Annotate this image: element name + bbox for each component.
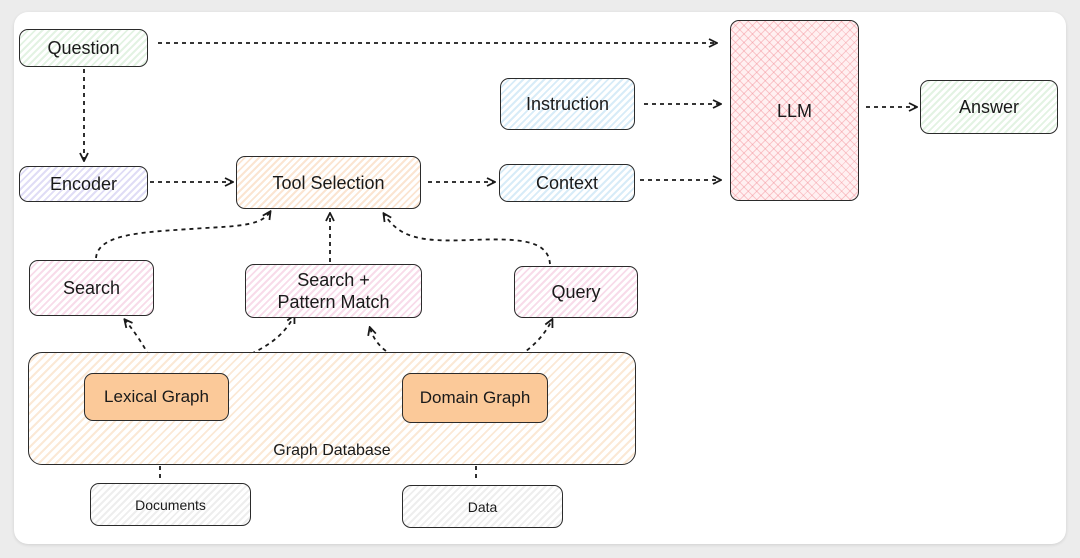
domain-graph-node[interactable]: Domain Graph	[402, 373, 548, 423]
context-node[interactable]: Context	[499, 164, 635, 202]
documents-label: Documents	[135, 496, 206, 513]
llm-label: LLM	[776, 100, 812, 121]
query-node[interactable]: Query	[514, 266, 638, 318]
instruction-label: Instruction	[525, 94, 610, 114]
tool-selection-node[interactable]: Tool Selection	[236, 156, 421, 209]
llm-node[interactable]: LLM	[730, 20, 859, 201]
data-label: Data	[467, 498, 498, 515]
lexical-graph-node[interactable]: Lexical Graph	[84, 373, 229, 421]
question-node[interactable]: Question	[19, 29, 148, 67]
graph-database-label: Graph Database	[273, 442, 391, 459]
query-label: Query	[551, 282, 601, 302]
search-pattern-match-node[interactable]: Search + Pattern Match	[245, 264, 422, 318]
search-pattern-line1: Search +	[297, 270, 370, 290]
tool-selection-label: Tool Selection	[272, 172, 385, 193]
instruction-node[interactable]: Instruction	[500, 78, 635, 130]
answer-label: Answer	[958, 97, 1020, 117]
lexical-graph-label: Lexical Graph	[104, 387, 209, 406]
domain-graph-label: Domain Graph	[419, 388, 531, 407]
edge-search-tool-selection	[95, 212, 270, 259]
edge-query-tool-selection	[384, 214, 551, 265]
context-label: Context	[535, 173, 599, 193]
search-label: Search	[62, 278, 121, 298]
search-node[interactable]: Search	[29, 260, 154, 316]
encoder-node[interactable]: Encoder	[19, 166, 148, 202]
documents-node[interactable]: Documents	[90, 483, 251, 526]
answer-node[interactable]: Answer	[920, 80, 1058, 134]
search-pattern-line2: Pattern Match	[277, 292, 390, 312]
data-node[interactable]: Data	[402, 485, 563, 528]
question-label: Question	[47, 38, 120, 58]
encoder-label: Encoder	[49, 174, 118, 194]
